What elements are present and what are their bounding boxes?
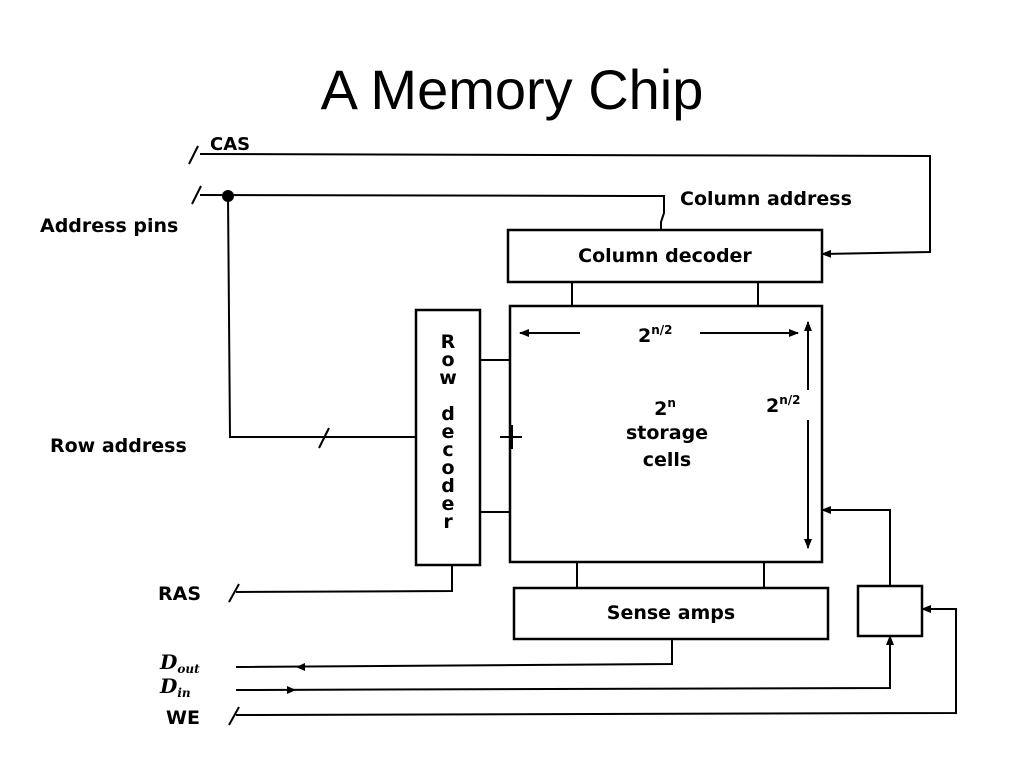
cells-label: cells [643, 449, 691, 471]
buffer-array-wire [821, 506, 891, 586]
we-wire [235, 605, 957, 716]
row-decoder-letter: e [442, 421, 455, 443]
cas-label: CAS [210, 134, 250, 155]
din-wire [235, 635, 894, 691]
ras-wire [235, 566, 453, 593]
din-label: Din [159, 674, 191, 700]
column-decoder-box [506, 228, 824, 284]
sense-amps-label: Sense amps [607, 602, 735, 624]
row-decoder-letter: c [442, 439, 453, 461]
row-address-wire [227, 195, 416, 438]
row-decoder-letter: w [439, 367, 457, 389]
address-pins-label: Address pins [40, 215, 178, 237]
storage-array-box [508, 304, 824, 564]
storage-count-label: 2n [654, 396, 676, 420]
row-address-label: Row address [50, 435, 187, 457]
row-decoder-letter: o [441, 349, 454, 371]
row-decoder-letter: d [441, 475, 455, 497]
we-label: WE [166, 707, 200, 729]
row-decoder-letter: e [442, 493, 455, 515]
column-decoder-label: Column decoder [578, 245, 752, 267]
storage-label: storage [626, 422, 708, 444]
cas-slash [188, 145, 199, 165]
din-arrowhead [287, 686, 296, 694]
cas-wire [199, 153, 931, 258]
width-dimension-label: 2n/2 [638, 323, 673, 347]
slide-title: A Memory Chip [320, 58, 704, 121]
dout-arrowhead [296, 663, 305, 671]
row-decoder-letter: d [441, 403, 455, 425]
height-dimension-label: 2n/2 [766, 393, 801, 417]
row-decoder-letter: R [441, 331, 456, 353]
dout-wire [235, 639, 673, 668]
row-address-slash [318, 427, 330, 449]
row-decoder-label: R o w d e c o d e r [439, 331, 457, 533]
sense-amps-box [512, 586, 830, 641]
address-slash [191, 185, 202, 205]
ras-label: RAS [158, 583, 201, 605]
column-address-label: Column address [680, 188, 852, 210]
row-decoder-letter: o [441, 457, 454, 479]
ras-slash [228, 583, 240, 603]
row-decoder-box [414, 308, 482, 567]
we-slash [228, 706, 240, 726]
row-decoder-letter: r [443, 511, 453, 533]
dout-label: Dout [159, 650, 200, 676]
io-buffer-box [856, 584, 924, 638]
column-address-wire [199, 194, 665, 230]
